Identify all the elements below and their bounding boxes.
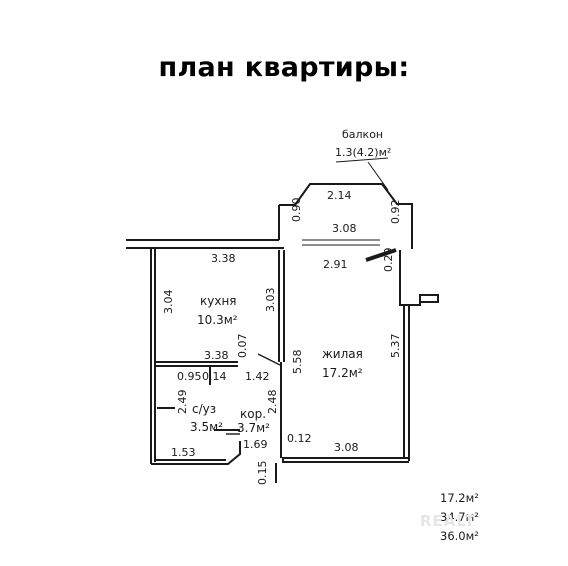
dim-bath-wall: 0.14	[202, 370, 227, 383]
dim-step-left: 0.15	[256, 461, 269, 486]
dim-kitchen-right: 3.03	[264, 288, 277, 313]
dim-door-right: 0.29	[382, 248, 395, 273]
dim-kitchen-top: 3.38	[211, 252, 236, 265]
bathroom-label: с/уз	[192, 402, 216, 416]
kitchen-label: кухня	[200, 294, 237, 308]
dim-partition: 0.07	[236, 334, 249, 359]
dim-bath-width: 0.95	[177, 370, 202, 383]
watermark: REALT	[420, 512, 476, 530]
kitchen-area: 10.3м²	[197, 313, 238, 327]
dim-balcony-right-depth: 0.92	[389, 200, 402, 225]
bathroom-area: 3.5м²	[190, 420, 223, 434]
corridor-area: 3.7м²	[237, 421, 270, 435]
dim-step-top: 0.12	[287, 432, 312, 445]
balcony-area: 1.3(4.2)м²	[335, 146, 391, 159]
dim-corridor-height: 2.48	[266, 390, 279, 415]
dim-living-top: 2.91	[323, 258, 348, 271]
total-area: 34.7м²	[440, 510, 479, 524]
total-living-area: 17.2м²	[440, 491, 479, 505]
dim-balcony-left-depth: 0.90	[290, 198, 303, 223]
page-title: план квартиры:	[158, 52, 410, 83]
living-area: 17.2м²	[322, 366, 363, 380]
dim-corridor-bottom: 1.69	[243, 438, 268, 451]
dim-kitchen-bottom: 3.38	[204, 349, 229, 362]
plan-walls	[126, 183, 439, 483]
dim-kitchen-left: 3.04	[162, 290, 175, 315]
dim-bath-bottom: 1.53	[171, 446, 196, 459]
balcony-door	[365, 248, 397, 262]
dim-living-left: 5.58	[291, 350, 304, 375]
dim-corridor-width: 1.42	[245, 370, 270, 383]
balcony-leader	[367, 161, 389, 191]
dim-balcony-width: 2.14	[327, 189, 352, 202]
balcony-label: балкон	[342, 128, 383, 141]
dim-balcony-inner: 3.08	[332, 222, 357, 235]
total-with-balcony: 36.0м²	[440, 529, 479, 543]
balcony-leader-ext	[335, 157, 389, 163]
dim-living-bottom: 3.08	[334, 441, 359, 454]
dim-living-right: 5.37	[389, 334, 402, 359]
dim-bath-height: 2.49	[176, 390, 189, 415]
living-label: жилая	[322, 347, 363, 361]
corridor-label: кор.	[240, 407, 266, 421]
